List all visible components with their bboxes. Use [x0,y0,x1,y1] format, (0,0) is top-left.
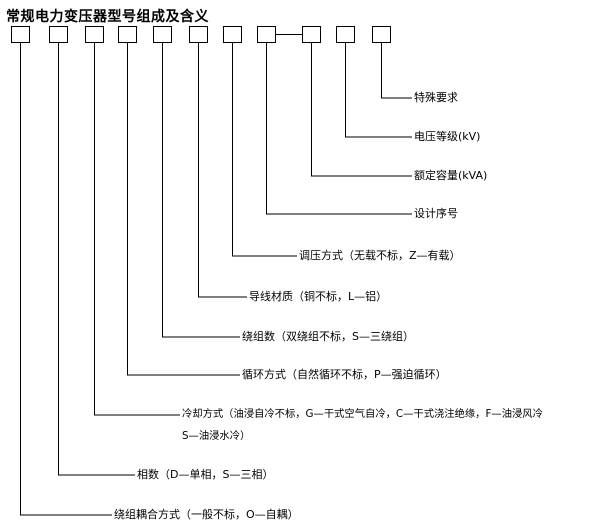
label-design-serial: 设计序号 [414,207,458,220]
code-box-5 [153,26,172,43]
label-winding-coupling: 绕组耦合方式（一般不标，O—自耦） [114,508,299,521]
connector-capacity [311,43,412,177]
connector-voltage [345,43,412,138]
diagram-title: 常规电力变压器型号组成及含义 [6,9,209,25]
code-box-11 [372,26,391,43]
label-conductor-material: 导线材质（铜不标，L—铝） [249,290,388,303]
connector-circulation [127,43,240,376]
connector-design-no [266,43,412,215]
connector-coupling [20,43,112,516]
code-box-8 [257,26,276,43]
code-box-10 [336,26,355,43]
label-special-requirements: 特殊要求 [414,91,458,104]
label-cooling-mode-cont: S—油浸水冷） [182,430,251,442]
code-box-3 [85,26,104,43]
connector-regulation [232,43,297,257]
label-circulation-mode: 循环方式（自然循环不标，P—强迫循环） [242,368,447,381]
label-winding-count: 绕组数（双绕组不标，S—三绕组） [242,330,414,343]
code-box-1 [11,26,30,43]
code-box-6 [189,26,208,43]
code-box-2 [49,26,68,43]
connector-special [381,43,412,99]
code-box-9 [302,26,321,43]
label-voltage-class: 电压等级(kV) [414,130,481,143]
code-box-7 [223,26,242,43]
label-phase-count: 相数（D—单相，S—三相） [137,468,274,481]
connector-windings [162,43,240,338]
label-voltage-regulation: 调压方式（无载不标，Z—有载） [299,249,461,262]
label-cooling-mode: 冷却方式（油浸自冷不标，G—干式空气自冷，C—干式浇注绝缘，F—油浸风冷 [182,408,543,420]
connector-phase [58,43,135,476]
code-box-4 [118,26,137,43]
label-rated-capacity: 额定容量(kVA) [414,169,488,182]
connector-cooling [94,43,180,416]
connector-conductor [198,43,247,298]
